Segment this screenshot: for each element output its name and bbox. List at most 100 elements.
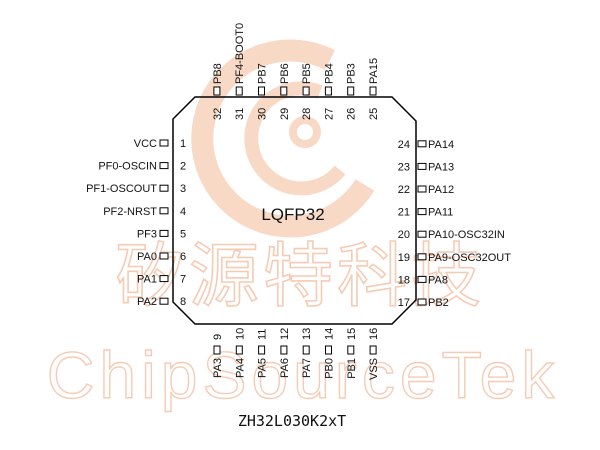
pin-15: [347, 345, 355, 355]
pin-label: PB6: [279, 63, 291, 84]
pin-14: [325, 345, 332, 355]
pin-21: [417, 208, 427, 216]
pin-number: 27: [323, 108, 335, 120]
watermark-logo: [191, 39, 375, 238]
pin-label: PB2: [428, 297, 449, 309]
pin-label: PA9-OSC32OUT: [428, 252, 511, 264]
pin-17: [417, 298, 427, 306]
pin-label: PF4-BOOT0: [234, 23, 246, 84]
pin-label: PA10-OSC32IN: [428, 229, 505, 241]
pin-label: PA1: [137, 274, 157, 286]
pin-number: 12: [279, 328, 291, 340]
pin-5: [159, 229, 169, 237]
pin-30: [258, 86, 265, 96]
pin-number: 28: [301, 108, 313, 120]
pin-label: PA5: [257, 358, 269, 378]
pin-number: 32: [212, 108, 224, 120]
pin-number: 3: [180, 183, 186, 195]
pin-label: PA11: [428, 207, 453, 219]
pin-32: [213, 86, 221, 96]
pin-number: 31: [234, 108, 246, 120]
pin-7: [159, 275, 169, 283]
watermark-en: ChipSourceTek: [47, 338, 560, 412]
pin-number: 16: [368, 328, 380, 340]
pin-label: PA12: [428, 184, 454, 196]
pin-label: PB4: [323, 63, 335, 84]
pin-label: PF2-NRST: [103, 206, 157, 218]
pin-label: PA3: [212, 358, 224, 378]
pin-31: [235, 86, 243, 96]
pin-label: PB3: [346, 63, 358, 84]
pin-label: PA7: [301, 358, 313, 378]
pin-number: 15: [346, 328, 358, 340]
pin-label: PB8: [212, 63, 224, 84]
pin-25: [369, 86, 377, 96]
pin-label: VCC: [134, 138, 157, 150]
pin-23: [417, 162, 427, 170]
pin-24: [417, 140, 427, 148]
pin-label: PB7: [257, 63, 269, 84]
pin-label: PA4: [234, 358, 246, 378]
pin-number: 11: [257, 329, 269, 340]
pin-number: 26: [346, 108, 358, 120]
package-name: LQFP32: [261, 205, 324, 224]
pin-label: PA13: [428, 161, 454, 173]
pin-1: [159, 139, 169, 147]
pin-28: [302, 86, 310, 96]
pin-label: PF0-OSCIN: [98, 161, 157, 173]
pin-label: PF1-OSCOUT: [86, 183, 157, 195]
pin-13: [302, 345, 310, 355]
pin-29: [280, 86, 288, 96]
pin-27: [324, 86, 332, 96]
pin-number: 4: [180, 206, 186, 218]
pin-3: [159, 184, 169, 192]
pin-label: PF3: [137, 228, 157, 240]
pin-number: 14: [324, 328, 336, 340]
pin-10: [235, 345, 243, 355]
pin-number: 7: [180, 274, 186, 286]
pin-number: 18: [398, 274, 410, 286]
pin-6: [159, 252, 169, 260]
pin-number: 10: [234, 328, 246, 340]
pin-8: [159, 297, 169, 305]
pin-12: [280, 345, 288, 355]
pin-number: 19: [398, 252, 410, 264]
chip-body: [172, 96, 417, 325]
pin-label: PA6: [279, 358, 291, 378]
pin-label: PB5: [301, 63, 313, 84]
pin-number: 9: [212, 334, 224, 340]
pin-label: VSS: [368, 358, 380, 380]
pin-number: 6: [180, 251, 186, 263]
pin-20: [417, 230, 427, 238]
pin-number: 30: [257, 108, 269, 120]
pin-4: [159, 207, 169, 215]
pin-label: PB0: [324, 358, 336, 379]
pin-number: 21: [398, 207, 410, 219]
pin-number: 1: [180, 138, 186, 150]
pin-label: PA15: [368, 58, 380, 84]
pin-number: 25: [368, 108, 380, 120]
pin-26: [347, 86, 355, 96]
pin-label: PA0: [137, 251, 157, 263]
pin-number: 23: [398, 161, 410, 173]
pin-19: [417, 253, 427, 261]
pin-number: 5: [180, 228, 186, 240]
pin-number: 20: [398, 229, 410, 241]
pin-18: [417, 275, 427, 283]
pin-2: [159, 162, 169, 170]
pin-label: PB1: [346, 358, 358, 379]
pin-number: 13: [301, 328, 313, 340]
pin-label: PA8: [428, 274, 448, 286]
pin-label: PA2: [137, 296, 157, 308]
pin-16: [369, 345, 377, 355]
pin-number: 8: [180, 296, 186, 308]
pin-number: 17: [398, 297, 410, 309]
pin-9: [213, 345, 221, 355]
pin-number: 24: [398, 139, 410, 151]
pin-label: PA14: [428, 139, 454, 151]
pin-number: 22: [398, 184, 410, 196]
pin-22: [417, 185, 427, 193]
